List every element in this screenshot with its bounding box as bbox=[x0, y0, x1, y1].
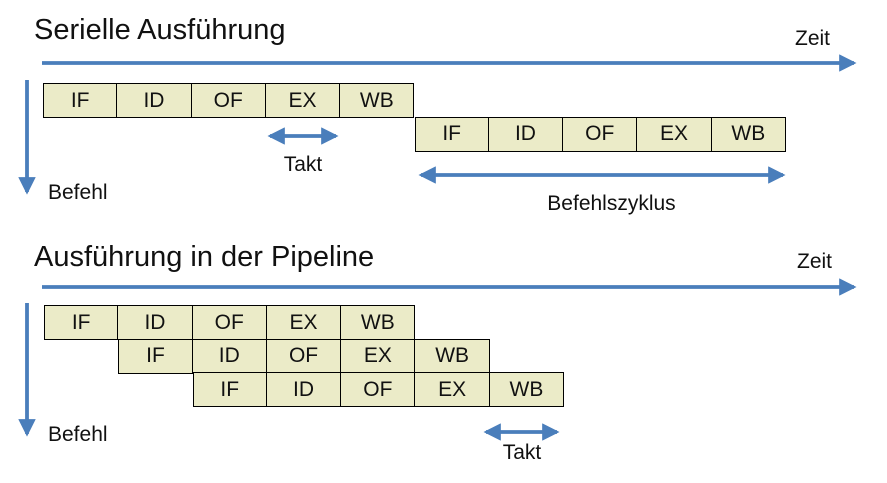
stage-cell-wb: WB bbox=[489, 372, 565, 408]
stage-cell-ex: EX bbox=[637, 116, 712, 152]
stage-cell-of: OF bbox=[191, 83, 266, 119]
pipeline-stage-row-1: IF ID OF EX WB bbox=[44, 305, 416, 341]
stage-cell-wb: WB bbox=[711, 116, 786, 152]
pipeline-clock-label: Takt bbox=[502, 441, 542, 464]
stage-cell-wb: WB bbox=[415, 338, 490, 374]
stage-cell-if: IF bbox=[44, 305, 119, 341]
serial-instruction-label: Befehl bbox=[48, 181, 108, 204]
serial-section-title: Serielle Ausführung bbox=[34, 14, 286, 46]
pipeline-time-label: Zeit bbox=[797, 250, 833, 273]
serial-stage-row-1: IF ID OF EX WB bbox=[43, 83, 415, 119]
stage-cell-id: ID bbox=[266, 372, 342, 408]
serial-stage-row-2: IF ID OF EX WB bbox=[414, 116, 786, 152]
serial-cycle-label: Befehlszyklus bbox=[547, 192, 676, 215]
stage-cell-ex: EX bbox=[341, 338, 416, 374]
stage-cell-id: ID bbox=[117, 83, 192, 119]
stage-cell-of: OF bbox=[266, 338, 342, 374]
stage-cell-id: ID bbox=[118, 305, 193, 341]
stage-cell-if: IF bbox=[192, 372, 267, 408]
pipeline-instruction-label: Befehl bbox=[48, 423, 108, 446]
pipeline-section-title: Ausführung in der Pipeline bbox=[34, 241, 375, 273]
pipeline-stage-row-2: IF ID OF EX WB bbox=[118, 338, 490, 374]
stage-cell-wb: WB bbox=[341, 305, 416, 341]
stage-cell-id: ID bbox=[488, 116, 564, 152]
stage-cell-of: OF bbox=[563, 116, 638, 152]
stage-cell-if: IF bbox=[118, 338, 193, 374]
stage-cell-wb: WB bbox=[340, 83, 415, 119]
serial-time-label: Zeit bbox=[795, 27, 831, 50]
stage-cell-id: ID bbox=[192, 338, 267, 374]
pipeline-stage-row-3: IF ID OF EX WB bbox=[192, 372, 565, 408]
stage-cell-of: OF bbox=[192, 305, 267, 341]
stage-cell-of: OF bbox=[341, 372, 416, 408]
stage-cell-ex: EX bbox=[415, 372, 490, 408]
stage-cell-if: IF bbox=[414, 116, 489, 152]
stage-cell-if: IF bbox=[43, 83, 118, 119]
stage-cell-ex: EX bbox=[265, 83, 341, 119]
serial-clock-label: Takt bbox=[283, 153, 323, 176]
stage-cell-ex: EX bbox=[266, 305, 342, 341]
